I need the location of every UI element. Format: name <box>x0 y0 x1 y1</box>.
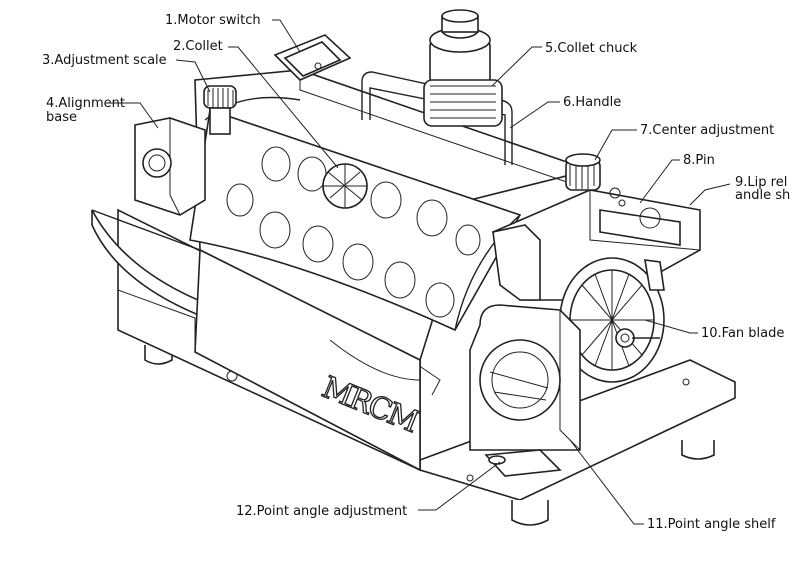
collet-ball <box>322 163 368 209</box>
leader-lines <box>111 19 731 525</box>
machine-illustration: MRCM <box>91 9 736 526</box>
label-point-angle-adjustment: 12.Point angle adjustment <box>236 504 407 519</box>
label-lip-relief-line1: 9.Lip rel <box>735 175 787 190</box>
label-adjustment-scale: 3.Adjustment scale <box>42 53 167 68</box>
collet-chuck-device <box>423 9 503 127</box>
center-adjustment-knob <box>565 153 601 191</box>
label-point-angle-shelf: 11.Point angle shelf <box>647 517 776 532</box>
label-fan-blade: 10.Fan blade <box>701 326 784 341</box>
part-labels: 1.Motor switch 2.Collet 3.Adjustment sca… <box>42 13 791 532</box>
label-alignment-base: 4.Alignment base <box>46 96 129 125</box>
label-alignment-base-line1: 4.Alignment <box>46 96 125 111</box>
label-motor-switch: 1.Motor switch <box>165 13 261 28</box>
alignment-base-block <box>134 117 206 216</box>
label-lip-relief-line2: andle sh <box>735 188 790 203</box>
label-pin: 8.Pin <box>683 153 715 168</box>
point-angle-shelf-block <box>469 304 581 477</box>
adjustment-scale-knob <box>203 85 237 135</box>
label-alignment-base-line2: base <box>46 110 77 125</box>
motor-switch-device <box>273 34 352 81</box>
label-lip-relief-angle-shelf: 9.Lip rel andle sh <box>735 175 791 203</box>
rubber-feet <box>144 345 715 526</box>
fan-blade-device <box>559 257 665 383</box>
label-handle: 6.Handle <box>563 95 621 110</box>
label-center-adjustment: 7.Center adjustment <box>640 123 774 138</box>
label-collet-chuck: 5.Collet chuck <box>545 41 638 56</box>
label-collet: 2.Collet <box>173 39 223 54</box>
